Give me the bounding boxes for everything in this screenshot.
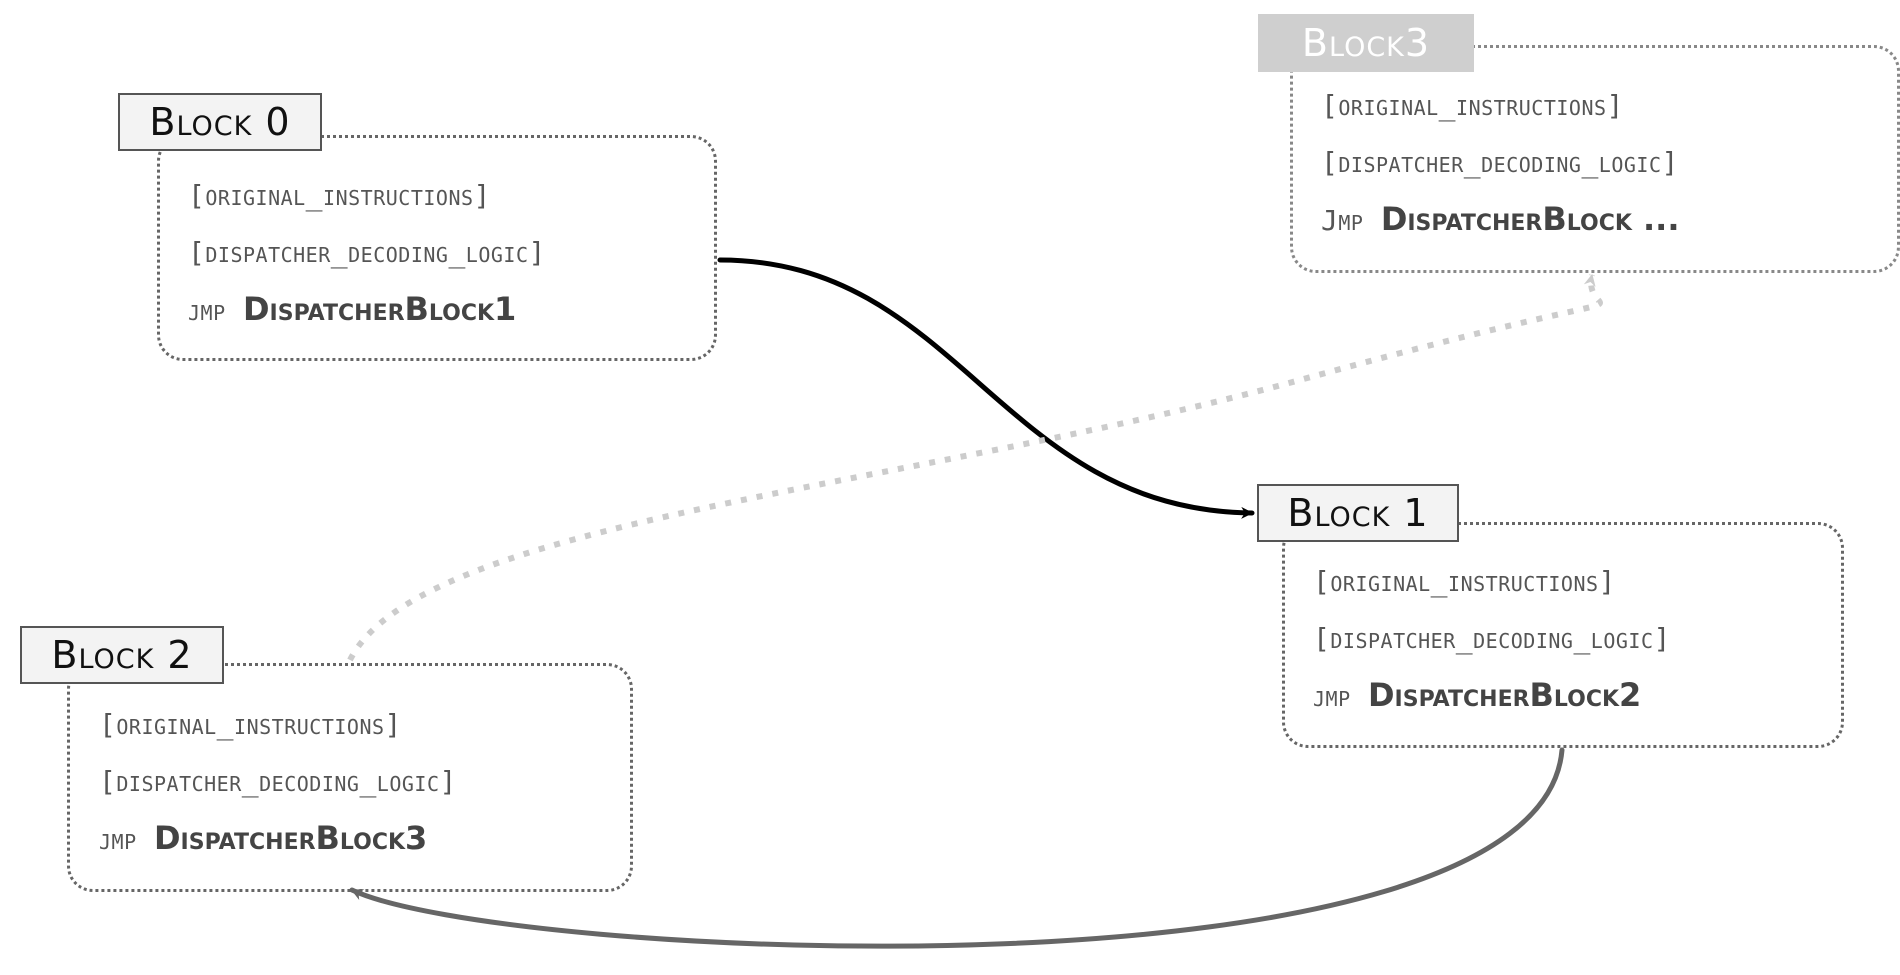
- block-2-jmp-keyword: jmp: [99, 823, 137, 856]
- edge-block2-block3: [347, 273, 1603, 662]
- block-0-body: [157, 135, 717, 361]
- block-1-title: Block 1: [1257, 484, 1459, 542]
- block-0-jmp-keyword: jmp: [188, 294, 226, 327]
- block-1-line-original: [original_instructions]: [1313, 565, 1616, 598]
- block-0-jmp-target: DispatcherBlock1: [242, 290, 517, 328]
- edge-block1-block2: [349, 747, 1565, 949]
- block-2-line-jmp: jmp DispatcherBlock3: [99, 810, 457, 867]
- block-2-body: [67, 663, 633, 892]
- block-0-line-dispatcher: [dispatcher_decoding_logic]: [188, 236, 546, 269]
- block-1-lines: [original_instructions] [dispatcher_deco…: [1313, 553, 1671, 724]
- block-3-line-dispatcher: [dispatcher_decoding_logic]: [1321, 146, 1679, 179]
- block-1-body: [1282, 522, 1844, 748]
- block-3-jmp-keyword: Jmp: [1321, 204, 1364, 237]
- block-3-line-jmp: Jmp DispatcherBlock ...: [1321, 191, 1680, 248]
- block-3-jmp-target: DispatcherBlock ...: [1380, 200, 1680, 238]
- block-2-line-original: [original_instructions]: [99, 708, 402, 741]
- block-0-line-jmp: jmp DispatcherBlock1: [188, 281, 546, 338]
- block-3-line-original: [original_instructions]: [1321, 89, 1624, 122]
- block-3-title: Block3: [1258, 14, 1474, 72]
- block-2-jmp-target: DispatcherBlock3: [153, 819, 428, 857]
- block-2-lines: [original_instructions] [dispatcher_deco…: [99, 696, 457, 867]
- block-3-lines: [original_instructions] [dispatcher_deco…: [1321, 77, 1680, 248]
- block-1-line-jmp: jmp DispatcherBlock2: [1313, 667, 1671, 724]
- block-0-lines: [original_instructions] [dispatcher_deco…: [188, 167, 546, 338]
- block-0-title: Block 0: [118, 93, 322, 151]
- block-1-jmp-target: DispatcherBlock2: [1367, 676, 1642, 714]
- block-3-body: [1290, 45, 1900, 273]
- block-2-line-dispatcher: [dispatcher_decoding_logic]: [99, 765, 457, 798]
- block-0-line-original: [original_instructions]: [188, 179, 491, 212]
- block-1-jmp-keyword: jmp: [1313, 680, 1351, 713]
- block-1-line-dispatcher: [dispatcher_decoding_logic]: [1313, 622, 1671, 655]
- edge-block0-block1: [717, 257, 1255, 519]
- block-2-title: Block 2: [20, 626, 224, 684]
